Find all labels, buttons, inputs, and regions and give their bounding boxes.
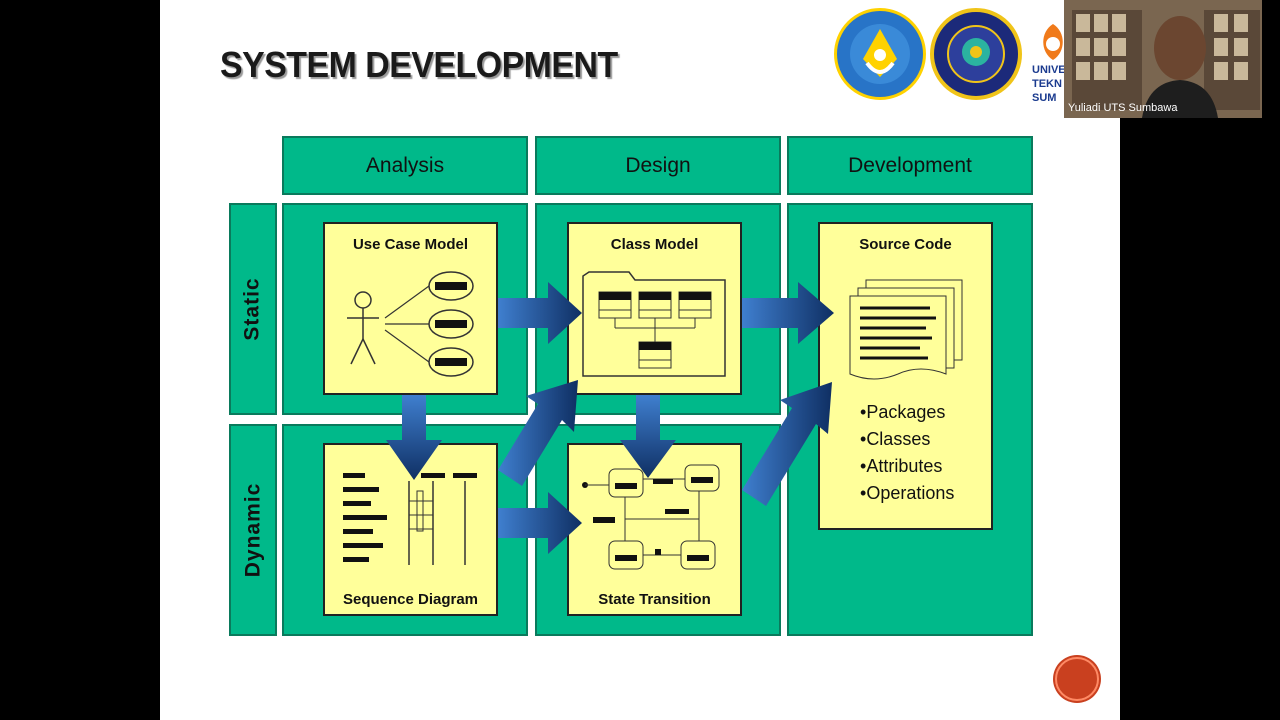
state-transition-box: State Transition: [567, 443, 742, 616]
tut-wuri-handayani-logo: [834, 8, 926, 100]
list-item: Classes: [860, 426, 954, 453]
use-case-model-title: Use Case Model: [352, 236, 469, 253]
sequence-diagram-icon: [343, 473, 477, 565]
use-case-model-box: Use Case Model: [323, 222, 498, 395]
webcam-feed-image: [1064, 0, 1262, 118]
slide-title: SYSTEM DEVELOPMENT: [220, 44, 618, 85]
class-model-title: Class Model: [610, 236, 699, 253]
source-code-list: Packages Classes Attributes Operations: [860, 399, 954, 507]
row-label-static: Static: [229, 203, 277, 415]
class-model-box: Class Model: [567, 222, 742, 395]
state-transition-title: State Transition: [598, 591, 711, 608]
document-stack-icon: [849, 279, 963, 380]
column-header-development: Development: [787, 136, 1033, 195]
participant-name: Yuliadi UTS Sumbawa: [1068, 102, 1178, 114]
sequence-diagram-title: Sequence Diagram: [342, 591, 479, 608]
university-seal-logo: [930, 8, 1022, 100]
use-case-icon: [347, 271, 474, 377]
university-logo-partial: [1036, 22, 1070, 62]
list-item: Operations: [860, 480, 954, 507]
column-header-analysis: Analysis: [282, 136, 528, 195]
source-code-box: Source Code Packages Classes Attributes …: [818, 222, 993, 530]
list-item: Packages: [860, 399, 954, 426]
list-item: Attributes: [860, 453, 954, 480]
state-transition-icon: [582, 464, 720, 570]
source-code-title: Source Code: [859, 236, 952, 253]
webcam-video-tile: Yuliadi UTS Sumbawa: [1064, 0, 1262, 118]
sequence-diagram-box: Sequence Diagram: [323, 443, 498, 616]
next-slide-button[interactable]: [1055, 657, 1099, 701]
row-label-dynamic: Dynamic: [229, 424, 277, 636]
university-logo-text: UNIVE TEKN SUM: [1032, 64, 1066, 104]
presentation-slide: SYSTEM DEVELOPMENT UNIVE: [160, 0, 1120, 720]
column-header-design: Design: [535, 136, 781, 195]
class-diagram-icon: [582, 271, 726, 377]
